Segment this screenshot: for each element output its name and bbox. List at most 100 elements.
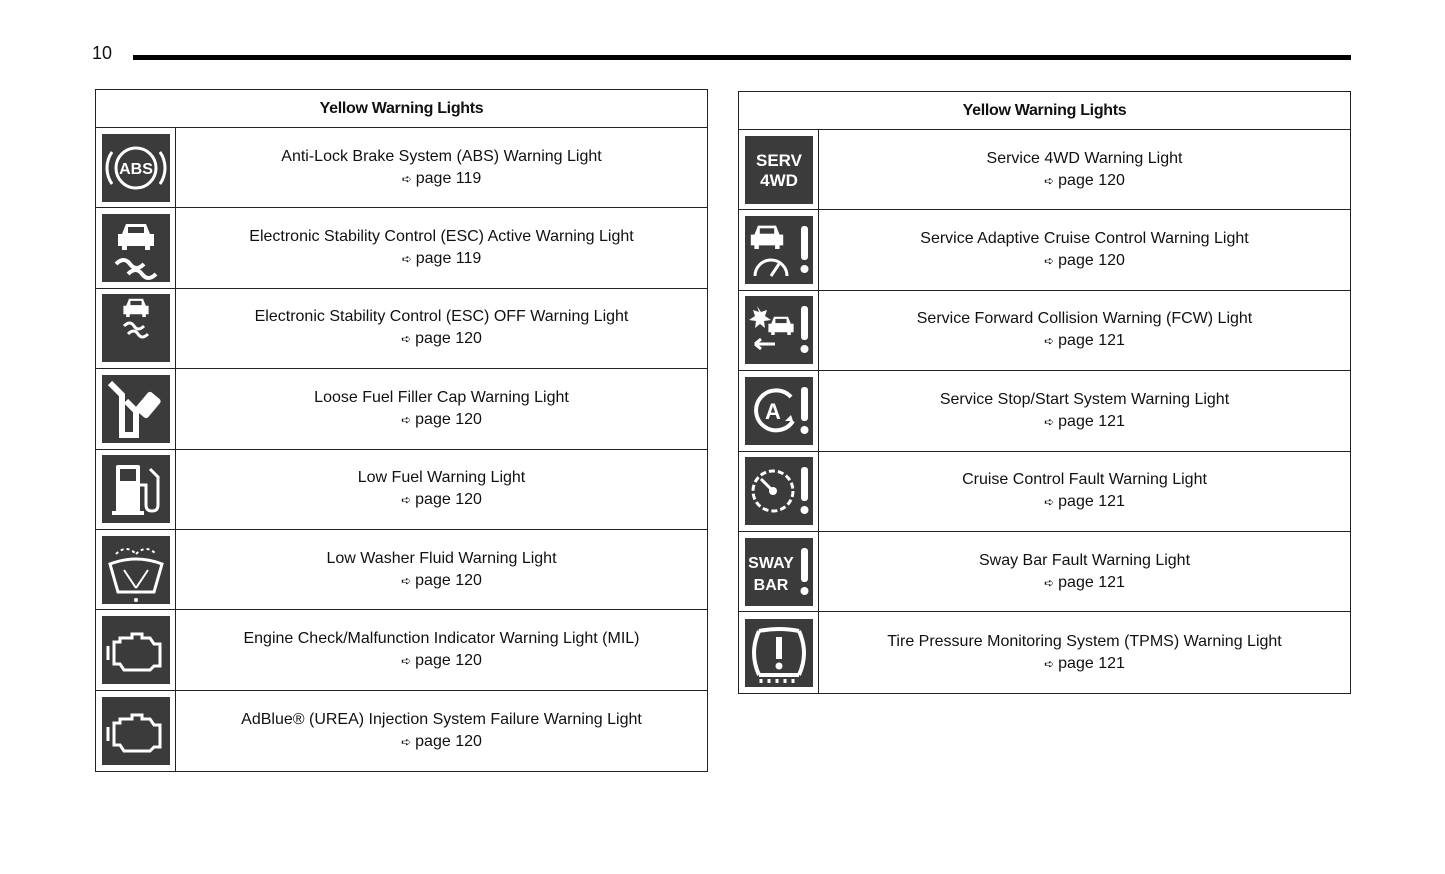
page-link[interactable]: page 120	[1058, 252, 1125, 270]
icon-cell	[739, 612, 819, 693]
arrow-right-icon: ➪	[401, 734, 412, 749]
warning-light-name: Anti-Lock Brake System (ABS) Warning Lig…	[281, 147, 602, 165]
page-reference[interactable]: ➪page 121	[1044, 572, 1125, 594]
warning-light-name: AdBlue® (UREA) Injection System Failure …	[241, 710, 642, 728]
page-reference[interactable]: ➪page 119	[402, 168, 482, 190]
description-cell: Service 4WD Warning Light ➪page 120	[819, 130, 1350, 209]
icon-cell: ABS	[96, 128, 176, 208]
warning-light-name: Sway Bar Fault Warning Light	[978, 551, 1191, 569]
page-link[interactable]: page 121	[1058, 654, 1125, 672]
page-reference[interactable]: ➪page 120	[1044, 170, 1125, 192]
stop-start-icon: A	[744, 376, 813, 445]
table-row: A Service Stop/Start System Warning Ligh…	[739, 371, 1350, 452]
icon-cell	[96, 529, 176, 610]
adaptive-cruise-icon	[744, 216, 813, 285]
table-row: AdBlue® (UREA) Injection System Failure …	[96, 690, 707, 772]
fuel-cap-icon	[101, 374, 170, 443]
page-number: 10	[92, 43, 113, 63]
warning-light-name: Service Adaptive Cruise Control Warning …	[920, 230, 1249, 248]
description-cell: Engine Check/Malfunction Indicator Warni…	[176, 610, 707, 689]
page-link[interactable]: page 120	[415, 652, 482, 670]
page-reference[interactable]: ➪page 121	[1044, 491, 1125, 513]
description-cell: Anti-Lock Brake System (ABS) Warning Lig…	[176, 128, 707, 207]
table-row: Service Adaptive Cruise Control Warning …	[739, 210, 1350, 291]
icon-cell	[96, 208, 176, 288]
page-reference[interactable]: ➪page 121	[1044, 411, 1125, 433]
abs-icon: ABS	[101, 133, 170, 202]
arrow-right-icon: ➪	[401, 171, 412, 186]
arrow-right-icon: ➪	[401, 332, 412, 347]
arrow-right-icon: ➪	[1044, 495, 1055, 510]
arrow-right-icon: ➪	[401, 573, 412, 588]
icon-cell: A	[739, 371, 819, 451]
warning-light-name: Low Fuel Warning Light	[357, 469, 526, 487]
arrow-right-icon: ➪	[1044, 656, 1055, 671]
icon-cell	[739, 451, 819, 531]
icon-cell	[739, 290, 819, 371]
warning-light-name: Electronic Stability Control (ESC) Activ…	[249, 228, 634, 246]
page-link[interactable]: page 120	[415, 732, 482, 750]
arrow-right-icon: ➪	[1044, 334, 1055, 349]
washer-fluid-icon	[101, 535, 170, 604]
engine-check-icon	[101, 696, 170, 765]
page-link[interactable]: page 120	[415, 491, 482, 509]
svg-text:ABS: ABS	[119, 161, 153, 178]
arrow-right-icon: ➪	[1044, 414, 1055, 429]
page-reference[interactable]: ➪page 121	[1044, 330, 1125, 352]
page-reference[interactable]: ➪page 120	[401, 489, 482, 511]
table-row: ABS Anti-Lock Brake System (ABS) Warning…	[96, 128, 707, 209]
left-warning-table: Yellow Warning Lights ABS Anti-Lock Brak…	[95, 89, 708, 773]
warning-light-name: Electronic Stability Control (ESC) OFF W…	[254, 308, 629, 326]
low-fuel-icon	[101, 455, 170, 524]
table-row: Tire Pressure Monitoring System (TPMS) W…	[739, 612, 1350, 693]
table-row: Electronic Stability Control (ESC) OFF W…	[96, 288, 707, 370]
page-reference[interactable]: ➪page 120	[401, 409, 482, 431]
icon-cell	[96, 610, 176, 690]
description-cell: Service Stop/Start System Warning Light …	[819, 371, 1350, 450]
page-reference[interactable]: ➪page 120	[401, 650, 482, 672]
page-link[interactable]: page 120	[415, 571, 482, 589]
page-link[interactable]: page 120	[1058, 171, 1125, 189]
page-reference[interactable]: ➪page 120	[401, 328, 482, 350]
table-title: Yellow Warning Lights	[739, 92, 1350, 130]
tpms-icon	[744, 618, 813, 687]
warning-light-name: Service 4WD Warning Light	[986, 149, 1183, 167]
page-link[interactable]: page 119	[415, 169, 482, 187]
description-cell: Electronic Stability Control (ESC) Activ…	[176, 208, 707, 287]
description-cell: AdBlue® (UREA) Injection System Failure …	[176, 691, 707, 771]
table-row: Low Washer Fluid Warning Light ➪page 120	[96, 529, 707, 611]
page-link[interactable]: page 119	[415, 250, 482, 268]
page-link[interactable]: page 120	[415, 330, 482, 348]
arrow-right-icon: ➪	[401, 493, 412, 508]
svg-text:4WD: 4WD	[760, 171, 798, 190]
warning-light-name: Loose Fuel Filler Cap Warning Light	[314, 388, 569, 406]
warning-light-name: Engine Check/Malfunction Indicator Warni…	[243, 630, 640, 648]
page-reference[interactable]: ➪page 120	[1044, 250, 1125, 272]
arrow-right-icon: ➪	[1044, 254, 1055, 269]
svg-text:SWAY: SWAY	[748, 555, 794, 572]
arrow-right-icon: ➪	[401, 412, 412, 427]
table-row: Low Fuel Warning Light ➪page 120	[96, 449, 707, 530]
description-cell: Service Forward Collision Warning (FCW) …	[819, 291, 1350, 370]
table-title: Yellow Warning Lights	[96, 90, 707, 128]
table-row: Engine Check/Malfunction Indicator Warni…	[96, 610, 707, 691]
page-link[interactable]: page 121	[1058, 412, 1125, 430]
page-reference[interactable]: ➪page 120	[401, 731, 482, 753]
arrow-right-icon: ➪	[401, 252, 412, 267]
description-cell: Low Fuel Warning Light ➪page 120	[176, 450, 707, 529]
page-reference[interactable]: ➪page 119	[402, 248, 482, 270]
page-link[interactable]: page 121	[1058, 573, 1125, 591]
page-reference[interactable]: ➪page 121	[1044, 653, 1125, 675]
table-row: Service Forward Collision Warning (FCW) …	[739, 290, 1350, 372]
warning-light-name: Tire Pressure Monitoring System (TPMS) W…	[887, 632, 1282, 650]
cruise-fault-icon	[744, 457, 813, 526]
description-cell: Electronic Stability Control (ESC) OFF W…	[176, 289, 707, 368]
page-link[interactable]: page 121	[1058, 493, 1125, 511]
page-link[interactable]: page 121	[1058, 332, 1125, 350]
page-link[interactable]: page 120	[415, 410, 482, 428]
page-reference[interactable]: ➪page 120	[401, 570, 482, 592]
